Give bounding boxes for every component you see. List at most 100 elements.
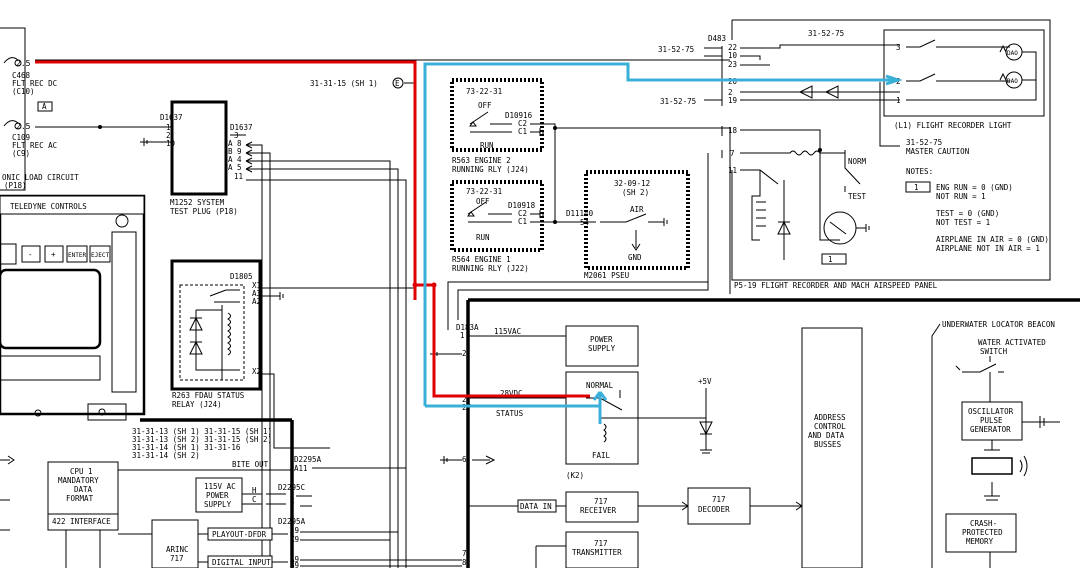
- data-in-label: DATA IN: [520, 502, 552, 511]
- cb2-rating: 2.5: [16, 122, 31, 131]
- key-eject: EJECT: [91, 252, 109, 259]
- engine-2-running-relay: 73-22-31 OFF D10916 C2 C1 RUN R563 ENGIN…: [450, 78, 544, 174]
- d483-ref-b: 31-52-75: [660, 97, 696, 106]
- test-plug-pin-b9: B 9: [228, 147, 242, 156]
- d483-pin-18: 18: [728, 126, 738, 135]
- ps-3: SUPPLY: [204, 500, 232, 509]
- flight-recorder-light: (L1) FLIGHT RECORDER LIGHT: [894, 121, 1012, 130]
- arinc-2: 717: [170, 554, 184, 563]
- panel-ref: 31-52-75: [808, 29, 844, 38]
- fdau-28vdc: 28VDC: [500, 389, 523, 398]
- eng1-ref: 73-22-31: [466, 187, 502, 196]
- note-3a: AIRPLANE IN AIR = 0 (GND): [936, 235, 1049, 244]
- test-plug-pin-a5: A 5: [228, 163, 242, 172]
- eng1-conn: D10918: [508, 201, 536, 210]
- ref-sh1: 31-31-15 (SH 1): [310, 79, 378, 88]
- fdau-status-relay: D1805 X1 A3 A2 X2 R263 FDAU STATUS RELAY…: [170, 259, 415, 449]
- eng2-conn: D10916: [505, 111, 533, 120]
- pseu-ref: 32-09-12: [614, 179, 650, 188]
- cb1-name: FLT REC DC: [12, 79, 57, 88]
- cpu-4: FORMAT: [66, 494, 94, 503]
- memory-3: MEMORY: [966, 537, 994, 546]
- relay-conn: D1805: [230, 272, 253, 281]
- osc-1: OSCILLATOR: [968, 407, 1014, 416]
- pseu: 32-09-12 (SH 2) AIR GND D11140 54 M2061 …: [566, 170, 690, 280]
- d483-pin-22: 22: [728, 43, 737, 52]
- note-2a: TEST = 0 (GND): [936, 209, 999, 218]
- engine-pseu-wiring: [530, 123, 730, 224]
- relay-name: R263 FDAU STATUS: [172, 391, 245, 400]
- eng2-c2: C2: [518, 119, 527, 128]
- ref-sh1-flag: E: [395, 79, 400, 88]
- ref-line-4: 31-31-14 (SH 2): [132, 451, 200, 460]
- fdau-pin-27a: 27: [462, 395, 471, 404]
- fdau-unit: D183A 1 2 27 27 6 7 8 115VAC 28VDC STATU…: [430, 298, 1080, 568]
- relay-pin-a2: A2: [252, 297, 261, 306]
- pin-7: 7: [290, 501, 295, 510]
- switch-label-2: SWITCH: [980, 347, 1008, 356]
- d483-pin-7: 7: [730, 149, 735, 158]
- eng1-c2: C2: [518, 209, 527, 218]
- pseu-gnd: GND: [628, 253, 642, 262]
- eng2-c1: C1: [518, 127, 527, 136]
- decoder-1: 717: [712, 495, 726, 504]
- d483-pin-10: 10: [728, 51, 738, 60]
- fdau-status: STATUS: [496, 409, 524, 418]
- playout-label: PLAYOUT-DFDR: [212, 530, 267, 539]
- pseu-conn: D11140: [566, 209, 594, 218]
- bus-4: BUSSES: [814, 440, 842, 449]
- ps-1: 115V AC: [204, 482, 236, 491]
- underwater-locator-beacon: UNDERWATER LOCATOR BEACON WATER ACTIVATE…: [931, 320, 1060, 568]
- note-2b: NOT TEST = 1: [936, 218, 990, 227]
- relay-pin-x2: X2: [252, 367, 261, 376]
- eng2-name: R563 ENGINE 2: [452, 156, 511, 165]
- pseu-pin: 54: [580, 218, 590, 227]
- cpu-2: MANDATORY: [58, 476, 99, 485]
- eng1-name: R564 ENGINE 1: [452, 255, 511, 264]
- test-plug-pin-10: 10: [166, 139, 176, 148]
- eng1-run: RUN: [476, 233, 490, 242]
- cpu-1: CPU 1: [70, 467, 93, 476]
- test-plug-pin-a8: A 8: [228, 139, 242, 148]
- highlight-paths: [35, 60, 903, 424]
- eng2-ref: 73-22-31: [466, 87, 502, 96]
- pseu-sheet: (SH 2): [622, 188, 649, 197]
- key-minus: -: [28, 250, 33, 259]
- pin-1: 1: [290, 492, 295, 501]
- test-plug-conn-left: D1637: [160, 113, 183, 122]
- test-plug-pin-11: 11: [234, 172, 243, 181]
- bus-3: AND DATA: [808, 431, 845, 440]
- normal-label: NORMAL: [586, 381, 614, 390]
- fdau-pin-8: 8: [462, 558, 467, 567]
- ref-line-1: 31-31-13 (SH 1) 31-31-15 (SH 1): [132, 427, 272, 436]
- top-connector-d483: D483 31-52-75 31-52-75 22 10 23 20 2 19 …: [447, 34, 900, 330]
- master-ref: 31-52-75: [906, 138, 942, 147]
- memory-1: CRASH-: [970, 519, 997, 528]
- eng2-name-2: RUNNING RLY (J24): [452, 165, 529, 174]
- d483-pin-11: 11: [728, 166, 737, 175]
- ps-2: POWER: [206, 491, 229, 500]
- bus-2: CONTROL: [814, 422, 846, 431]
- panel-note-flag: 1: [828, 255, 833, 264]
- ref-line-3: 31-31-14 (SH 1) 31-31-16: [132, 443, 241, 452]
- eng1-c1: C1: [518, 217, 527, 226]
- switch-label: WATER ACTIVATED: [978, 338, 1046, 347]
- pin-j9: J9: [290, 526, 299, 535]
- test-label: TEST: [848, 192, 867, 201]
- fdau-conn: D183A: [456, 323, 479, 332]
- bus-1: ADDRESS: [814, 413, 846, 422]
- cb2-loc: (C9): [12, 149, 30, 158]
- d483-pin-23: 23: [728, 60, 737, 69]
- cb2-name: FLT REC AC: [12, 141, 57, 150]
- panel-pin-1: 1: [896, 96, 901, 105]
- eng2-run: RUN: [480, 141, 494, 150]
- fdau-pin-1: 1: [460, 331, 465, 340]
- cpu-3: DATA: [74, 485, 93, 494]
- pin-h: H: [252, 486, 257, 495]
- test-plug-name: M1252 SYSTEM: [170, 198, 225, 207]
- conn-d2295a: D2295A: [294, 455, 322, 464]
- top-wiring: 31-31-15 (SH 1) E: [35, 59, 730, 89]
- power-supply-2: SUPPLY: [588, 344, 616, 353]
- circuit-breaker-panel: 2.5 C468 FLT REC DC (C10) A 2.5 C109 FLT…: [0, 27, 79, 191]
